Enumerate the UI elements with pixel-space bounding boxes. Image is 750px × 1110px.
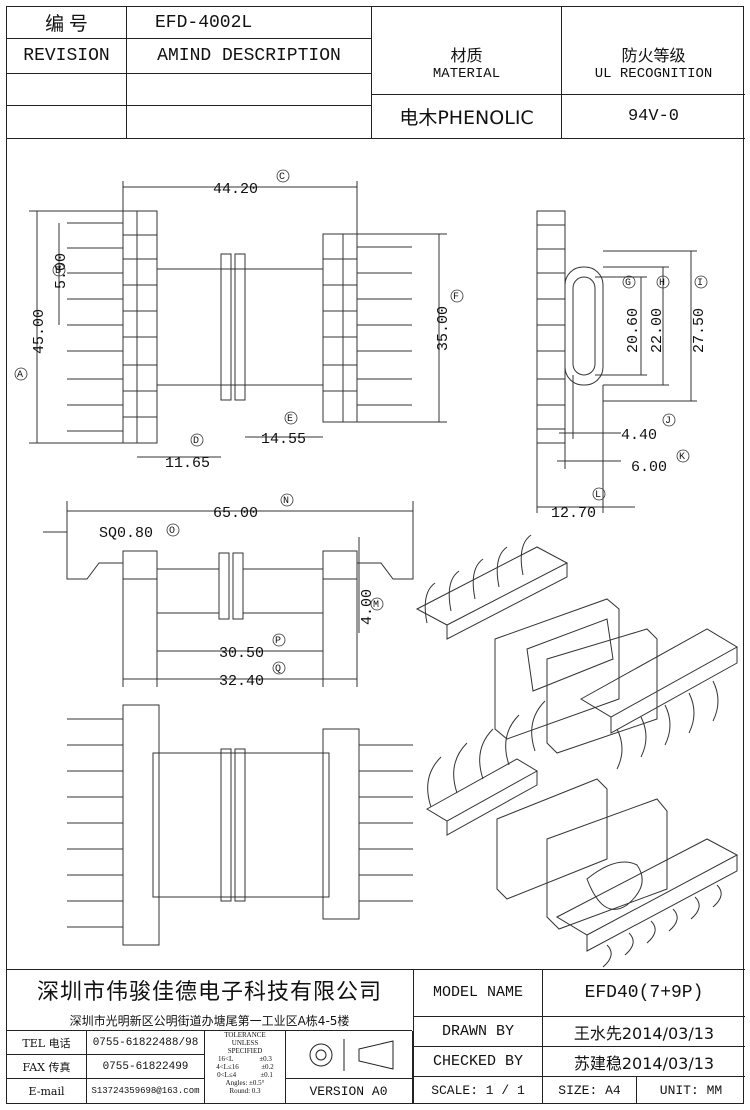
ul-en: UL RECOGNITION (594, 65, 713, 82)
dim-d-value: 11.65 (165, 455, 210, 472)
checked-by-label: CHECKED BY (413, 1047, 543, 1077)
tol-range: 16<L (218, 1055, 234, 1063)
dimension-tag-circles (14, 169, 708, 675)
tolerance-round: Round: 0.3 (229, 1087, 261, 1095)
revision-cell-2 (7, 106, 127, 139)
isometric-view-top (415, 534, 738, 770)
material-header: 材质 MATERIAL (372, 7, 562, 95)
amend-cell-1 (127, 74, 372, 106)
dim-e-tag: E (287, 414, 293, 425)
dim-o-value: SQ0.80 (99, 525, 153, 542)
checked-by-value: 苏建稳2014/03/13 (543, 1047, 745, 1077)
tol-range: 0<L≤4 (217, 1071, 237, 1079)
dim-c-tag: C (279, 172, 285, 183)
dim-i-tag: I (697, 278, 703, 289)
dim-m-value: 4.00 (359, 589, 376, 625)
dim-n-tag: N (283, 496, 289, 507)
email-label: E-mail (7, 1079, 87, 1103)
dim-b-tag: B (55, 266, 61, 277)
side-view (536, 210, 697, 513)
dim-d-tag: D (193, 436, 199, 447)
company-address: 深圳市光明新区公明街道办塘尾第一工业区A栋4-5楼 (7, 1011, 412, 1031)
tol-range: 4<L≤16 (216, 1063, 239, 1071)
material-cn: 材质 (450, 45, 483, 65)
amend-cell-2 (127, 106, 372, 139)
code-label: 编 号 (7, 7, 127, 39)
tol-value: ±0.3 (259, 1055, 272, 1063)
size-label: SIZE: A4 (543, 1077, 637, 1103)
dim-b-value: 5.00 (53, 253, 70, 289)
revision-label: REVISION (7, 39, 127, 74)
dim-l-tag: L (595, 490, 601, 501)
amend-label: AMIND DESCRIPTION (127, 39, 372, 74)
code-value: EFD-4002L (127, 7, 372, 39)
projection-symbol (285, 1031, 413, 1079)
unit-label: UNIT: MM (659, 1082, 723, 1098)
tolerance-row: 16<L ±0.3 (205, 1055, 285, 1063)
footer-top-rule (7, 969, 745, 970)
ul-value: 94V-0 (562, 95, 745, 139)
top-view (67, 704, 413, 946)
drawing-sheet: 编 号 EFD-4002L REVISION AMIND DESCRIPTION… (6, 6, 745, 1104)
tolerance-angles: Angles: ±0.5° (225, 1079, 265, 1087)
dim-h-tag: H (659, 278, 665, 289)
dim-c-value: 44.20 (213, 181, 258, 198)
dimension-labels: 44.20 C 45.00 A 5.00 B 35.00 F 11.65 D 1… (17, 172, 708, 690)
dim-m-tag: M (373, 600, 379, 611)
dim-o-tag: O (169, 526, 175, 537)
fax-value: 0755-61822499 (87, 1055, 205, 1079)
model-name-label: MODEL NAME (413, 969, 543, 1017)
tel-value: 0755-61822488/98 (87, 1031, 205, 1055)
technical-drawing: 44.20 C 45.00 A 5.00 B 35.00 F 11.65 D 1… (14, 169, 739, 968)
company-name: 深圳市伟骏佳德电子科技有限公司 (36, 980, 382, 1005)
ul-cn: 防火等级 (621, 45, 686, 65)
revision-cell-1 (7, 74, 127, 106)
fax-label: FAX 传真 (7, 1055, 87, 1079)
tel-label: TEL 电话 (7, 1031, 87, 1055)
material-value: 电木PHENOLIC (372, 95, 562, 139)
dim-l-value: 12.70 (551, 505, 596, 522)
tolerance-specified: SPECIFIED (227, 1047, 263, 1055)
dim-q-value: 32.40 (219, 673, 264, 690)
dim-i-value: 27.50 (691, 308, 708, 353)
tolerance-row: 4<L≤16 ±0.2 (205, 1063, 285, 1071)
front-view (29, 181, 447, 458)
third-angle-projection-icon (309, 1038, 393, 1071)
dim-k-value: 6.00 (631, 459, 667, 476)
tolerance-unless: UNLESS (231, 1039, 259, 1047)
tol-value: ±0.2 (261, 1063, 274, 1071)
dim-f-tag: F (453, 292, 459, 303)
dim-q-tag: Q (275, 664, 281, 675)
dim-j-tag: J (665, 416, 671, 427)
dim-j-value: 4.40 (621, 427, 657, 444)
tolerance-title: TOLERANCE (224, 1031, 266, 1039)
drawn-by-value: 王水先2014/03/13 (543, 1017, 745, 1047)
dim-a-value: 45.00 (31, 309, 48, 354)
drawn-by-label: DRAWN BY (413, 1017, 543, 1047)
tolerance-block: TOLERANCE UNLESS SPECIFIED 16<L ±0.3 4<L≤… (205, 1031, 286, 1103)
dim-h-value: 22.00 (649, 308, 666, 353)
dim-p-value: 30.50 (219, 645, 264, 662)
dim-g-tag: G (625, 278, 631, 289)
dim-n-value: 65.00 (213, 505, 258, 522)
scale-label: SCALE: 1 / 1 (413, 1077, 543, 1103)
tol-value: ±0.1 (260, 1071, 273, 1079)
dim-p-tag: P (275, 636, 281, 647)
bottom-view (43, 501, 414, 687)
dim-f-value: 35.00 (435, 306, 452, 351)
version-label: VERSION A0 (285, 1079, 413, 1103)
ul-header: 防火等级 UL RECOGNITION (562, 7, 745, 95)
model-name-value: EFD40(7+9P) (543, 969, 745, 1017)
dim-k-tag: K (679, 452, 685, 463)
dim-g-value: 20.60 (625, 308, 642, 353)
dim-a-tag: A (17, 370, 23, 381)
dim-e-value: 14.55 (261, 431, 306, 448)
material-en: MATERIAL (432, 65, 501, 82)
isometric-view-bottom (426, 700, 739, 968)
email-value: S13724359698@163.com (87, 1079, 205, 1103)
tolerance-row: 0<L≤4 ±0.1 (205, 1071, 285, 1079)
